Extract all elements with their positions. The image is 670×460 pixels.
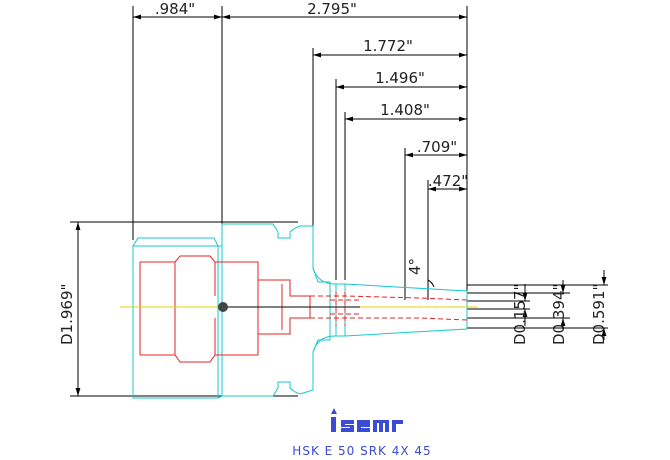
dim-709: .709": [404, 138, 467, 300]
angle-4deg: 4°: [406, 235, 435, 300]
dim-d0157: D0.157": [467, 284, 530, 345]
dim-d1969-label: D1.969": [58, 284, 76, 345]
dim-709-label: .709": [417, 138, 457, 156]
tool-holder-outline: [132, 223, 468, 399]
brand-logo: [331, 408, 403, 432]
dim-d0591: D0.591": [467, 270, 608, 345]
dim-1408-label: 1.408": [380, 101, 430, 119]
dim-1496-label: 1.496": [375, 69, 425, 87]
dim-d1969: D1.969": [58, 221, 298, 397]
angle-label: 4°: [406, 258, 424, 275]
part-number: HSK E 50 SRK 4X 45: [292, 444, 431, 458]
dim-2795-label: 2.795": [307, 0, 357, 18]
dim-1772: 1.772": [312, 37, 467, 232]
dim-d0394-label: D0.394": [550, 284, 568, 345]
dim-1408: 1.408": [344, 101, 467, 280]
dim-d0394: D0.394": [467, 280, 570, 345]
dim-d0157-label: D0.157": [511, 284, 529, 345]
dim-472-label: .472": [428, 172, 468, 190]
dim-984: .984": [132, 0, 223, 240]
centre-marker: [218, 302, 228, 312]
dim-d0591-label: D0.591": [590, 284, 608, 345]
dim-472: .472": [427, 172, 468, 300]
dim-1496: 1.496": [335, 69, 467, 280]
dim-1772-label: 1.772": [363, 37, 413, 55]
dim-984-label: .984": [155, 0, 195, 18]
